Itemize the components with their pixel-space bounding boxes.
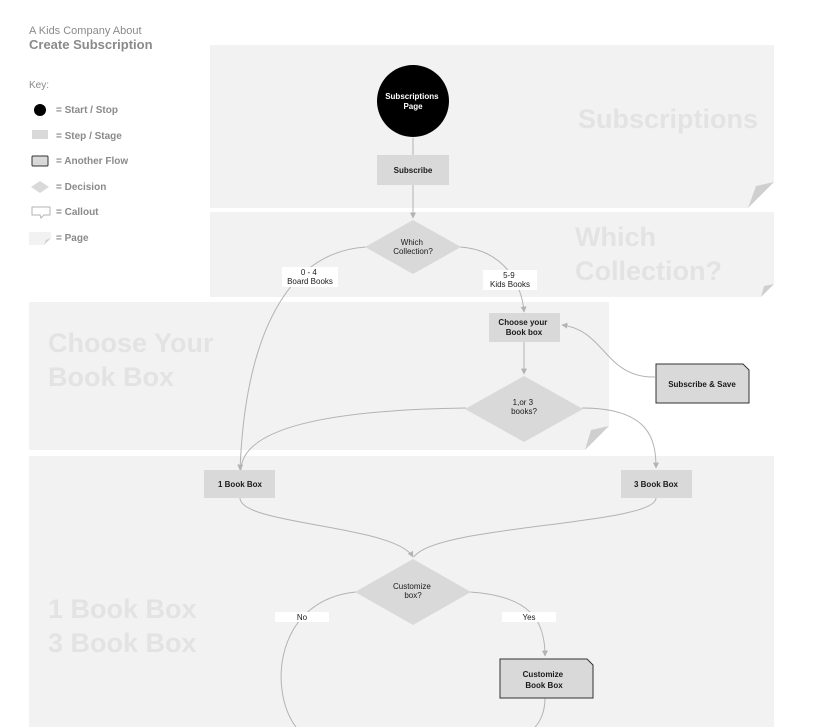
node-which-collection-decision[interactable]: Which Collection? xyxy=(365,220,461,274)
node-customize-book-box[interactable]: Customize Book Box xyxy=(499,658,594,699)
legend-title: Key: xyxy=(29,80,49,91)
svg-text:Which Collection?: Which Collection? xyxy=(393,238,433,256)
connector-customize-box-out xyxy=(534,697,546,727)
node-three-book-box[interactable]: 3 Book Box xyxy=(621,470,692,498)
svg-text:5-9 Kids Books: 5-9 Kids Books xyxy=(490,271,530,289)
legend-page: = Page xyxy=(56,233,89,244)
node-subscribe[interactable]: Subscribe xyxy=(377,155,449,185)
svg-text:No: No xyxy=(297,613,308,622)
legend-step-stage: = Step / Stage xyxy=(56,131,122,142)
connector-one-box-customize xyxy=(239,497,414,558)
edge-label-yes: Yes xyxy=(502,612,556,622)
node-choose-book-box[interactable]: Choose your Book box xyxy=(489,313,560,342)
legend-decision: = Decision xyxy=(56,182,106,193)
svg-text:0 - 4 Board Books: 0 - 4 Board Books xyxy=(287,268,333,286)
legend-start-stop: = Start / Stop xyxy=(56,105,118,116)
legend-callout: = Callout xyxy=(56,207,99,218)
header-subtitle: A Kids Company About xyxy=(29,25,142,37)
svg-text:1 Book Box: 1 Book Box xyxy=(218,480,263,489)
connector-customize-no xyxy=(280,591,357,727)
connector-decision-three-box xyxy=(581,407,659,469)
node-customize-decision[interactable]: Customize box? xyxy=(355,559,471,625)
connector-three-box-customize xyxy=(413,497,657,558)
svg-text:3 Book Box: 3 Book Box xyxy=(634,480,679,489)
node-books-decision[interactable]: 1,or 3 books? xyxy=(465,376,583,442)
connectors xyxy=(237,138,659,727)
section-title-book-boxes: 1 Book Box 3 Book Box xyxy=(48,594,204,658)
edge-label-no: No xyxy=(275,612,329,622)
connector-decision-one-box xyxy=(240,407,467,471)
svg-text:Customize Book Box: Customize Book Box xyxy=(523,670,566,690)
section-title-choose-book-box: Choose Your Book Box xyxy=(48,328,221,392)
legend: Key: = Start / Stop = Step / Stage = Ano… xyxy=(29,80,128,245)
section-subscriptions xyxy=(210,45,774,208)
edge-label-board-books: 0 - 4 Board Books xyxy=(282,267,338,287)
diamond-icon xyxy=(31,181,49,193)
svg-text:Yes: Yes xyxy=(522,613,535,622)
svg-text:Customize box?: Customize box? xyxy=(393,582,433,600)
svg-text:Choose your Book box: Choose your Book box xyxy=(498,318,549,337)
node-one-book-box[interactable]: 1 Book Box xyxy=(204,470,275,498)
edge-label-kids-books: 5-9 Kids Books xyxy=(483,270,537,290)
outlined-rectangle-icon xyxy=(31,155,49,167)
rectangle-icon xyxy=(32,130,48,139)
node-subscriptions-page[interactable]: Subscriptions Page xyxy=(377,65,449,137)
connector-collection-one-box xyxy=(237,246,367,471)
svg-text:Subscribe: Subscribe xyxy=(394,166,433,175)
section-title-subscriptions: Subscriptions xyxy=(578,104,758,134)
callout-icon xyxy=(31,206,51,219)
svg-text:Subscribe & Save: Subscribe & Save xyxy=(668,380,736,389)
connector-save-choose xyxy=(561,322,656,378)
node-subscribe-save[interactable]: Subscribe & Save xyxy=(655,363,750,404)
filled-circle-icon xyxy=(34,104,46,116)
svg-text:1,or 3 books?: 1,or 3 books? xyxy=(511,398,537,416)
svg-text:Subscriptions Page: Subscriptions Page xyxy=(385,92,441,111)
section-title-which-collection: Which Collection? xyxy=(575,222,722,286)
legend-another-flow: = Another Flow xyxy=(56,156,128,167)
page-title: Create Subscription xyxy=(29,37,153,52)
